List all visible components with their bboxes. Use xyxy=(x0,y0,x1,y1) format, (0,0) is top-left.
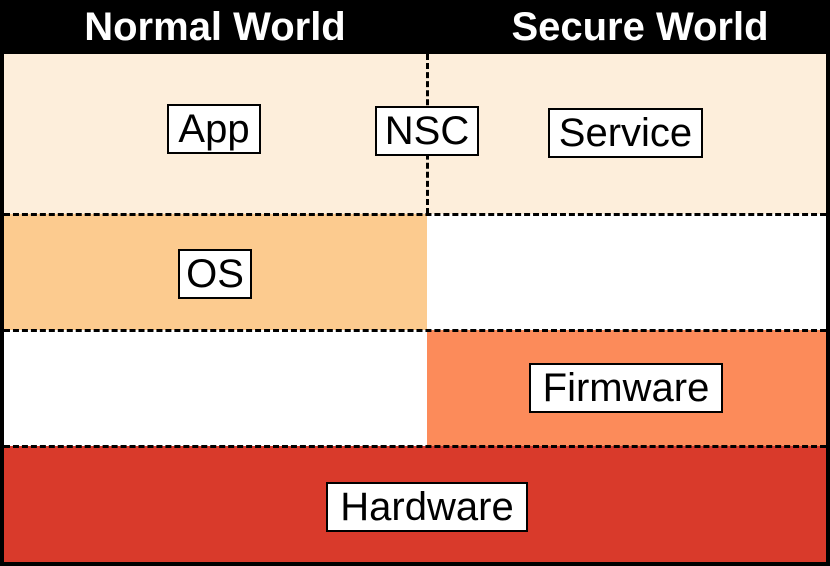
layer-divider xyxy=(4,213,826,216)
secure-empty-region xyxy=(427,214,826,330)
layer-divider xyxy=(4,445,826,448)
firmware-label: Firmware xyxy=(529,363,723,413)
world-header-bar: Normal World Secure World xyxy=(0,0,830,54)
normal-world-title: Normal World xyxy=(84,5,346,49)
app-label: App xyxy=(167,104,261,154)
secure-world-title: Secure World xyxy=(511,5,769,49)
os-label: OS xyxy=(178,249,252,299)
normal-empty-region xyxy=(4,330,427,446)
layer-divider xyxy=(4,329,826,332)
hardware-label: Hardware xyxy=(326,482,528,532)
nsc-label: NSC xyxy=(375,106,479,156)
service-label: Service xyxy=(548,108,703,158)
